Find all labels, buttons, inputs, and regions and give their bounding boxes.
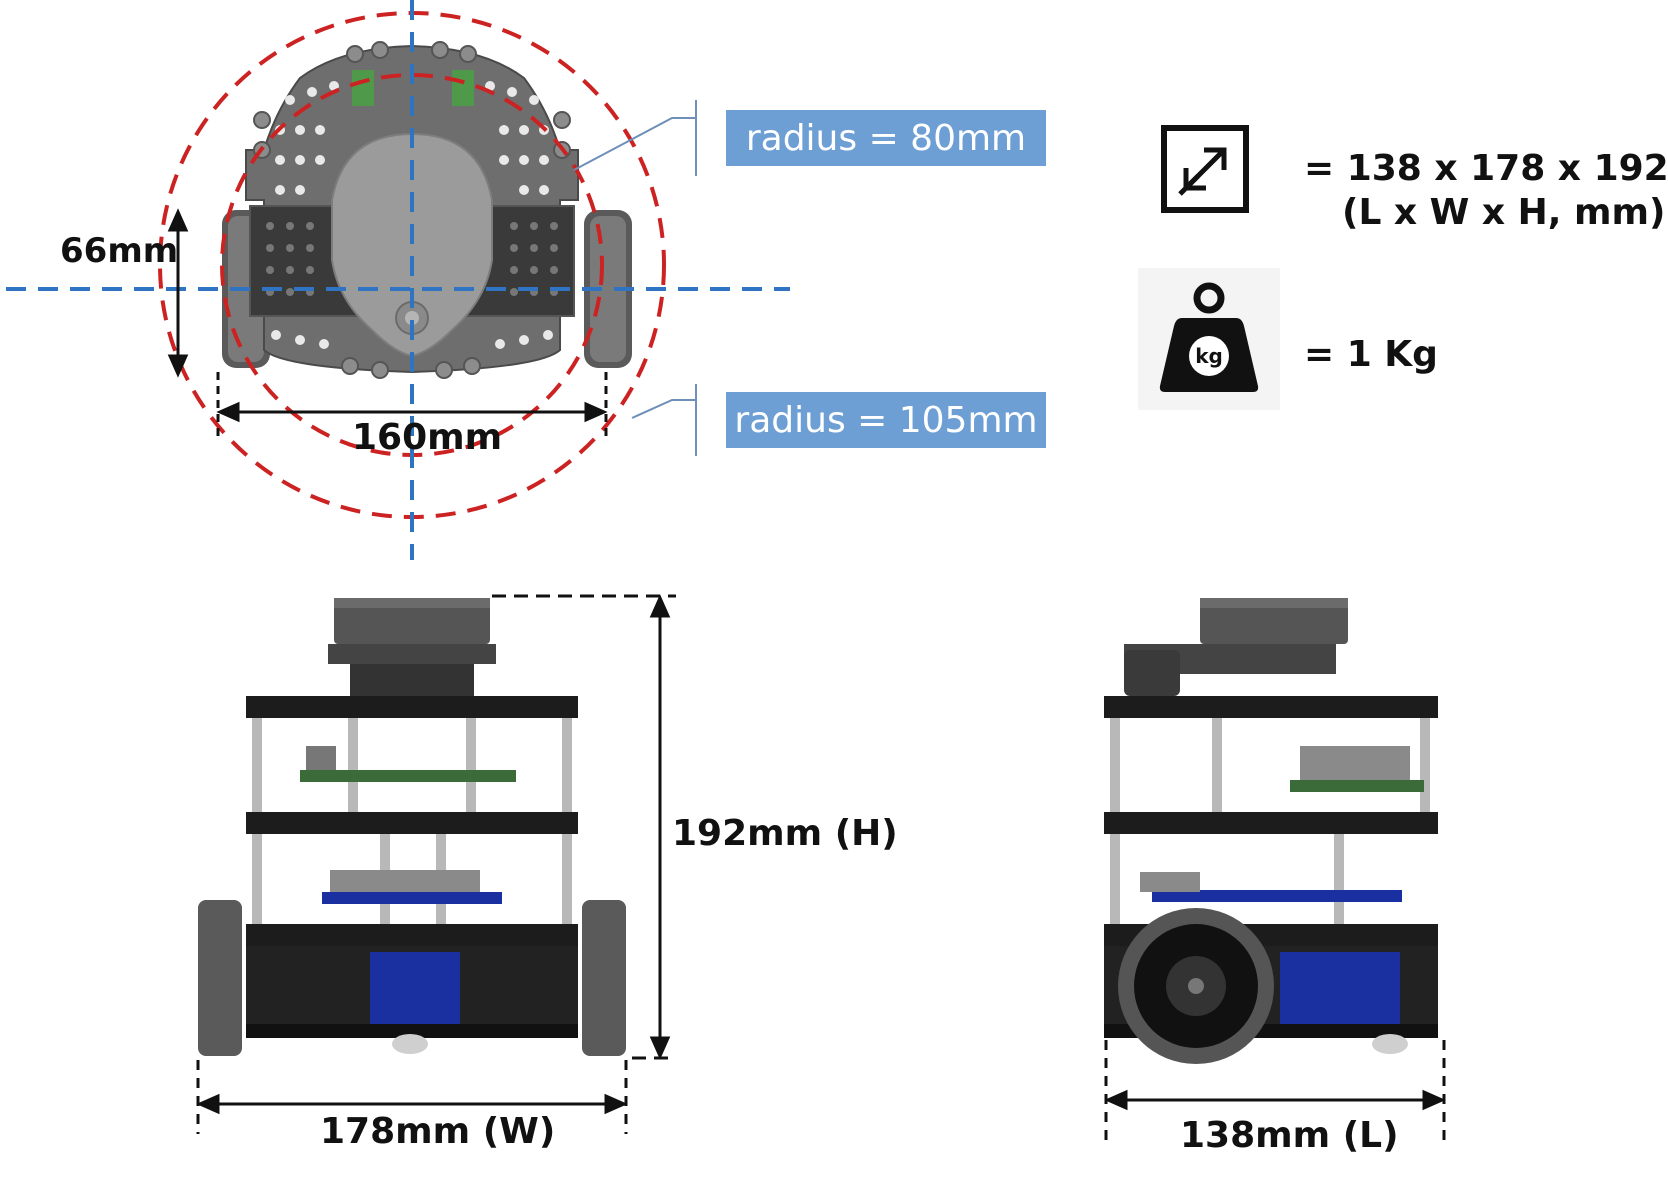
front-plate-top [246,696,578,718]
front-plate-middle [246,812,578,834]
height-dimension [492,594,676,1060]
weight-line: = 1 Kg [1304,334,1438,375]
dimensions-line-2: (L x W x H, mm) [1342,192,1666,233]
front-right-wheel [582,900,626,1056]
right-wheel-top [584,210,632,368]
front-controller-parts [330,870,480,892]
side-controller-parts [1140,872,1200,892]
side-lidar [1124,598,1348,696]
front-controller-board [322,892,502,904]
lidar-top [331,132,493,358]
side-sbc-board [1290,780,1424,792]
weight-icon: kg [1138,268,1280,410]
radius-leaders [573,100,697,456]
plate-grid-holes [266,222,558,296]
front-sbc-ports [306,746,336,770]
front-base-bottom [246,1024,578,1038]
length-label: 138mm (L) [1180,1115,1399,1156]
length-dimension [1104,1040,1446,1140]
side-battery [1280,952,1400,1024]
weight-icon-text: kg [1195,344,1223,368]
front-sbc-board [300,770,516,782]
front-battery [370,952,460,1024]
side-controller-board [1152,890,1402,902]
side-sbc-ports [1300,746,1410,780]
side-plate-top [1104,696,1438,718]
front-lidar [328,598,496,696]
width-dimension [196,1060,628,1134]
side-posts [1110,718,1430,924]
front-caster [392,1034,428,1054]
side-wheel [1118,908,1274,1064]
side-plate-middle [1104,812,1438,834]
outer-radius-box: radius = 105mm [726,392,1046,448]
front-left-wheel [198,900,242,1056]
height-label: 192mm (H) [672,813,898,854]
dimensions-line-1: = 138 x 178 x 192 [1304,148,1668,189]
wheel-track-dimension [216,372,608,440]
front-plate-bottom [246,924,578,946]
wheel-diameter-dimension [167,208,189,378]
wheel-track-label: 160mm [352,417,503,458]
wheel-diameter-label: 66mm [60,231,179,271]
width-label: 178mm (W) [320,1111,556,1152]
side-caster [1372,1034,1408,1054]
expand-dimensions-icon [1161,125,1249,213]
inner-radius-box: radius = 80mm [726,110,1046,166]
weight-icon-shape [1159,282,1259,392]
